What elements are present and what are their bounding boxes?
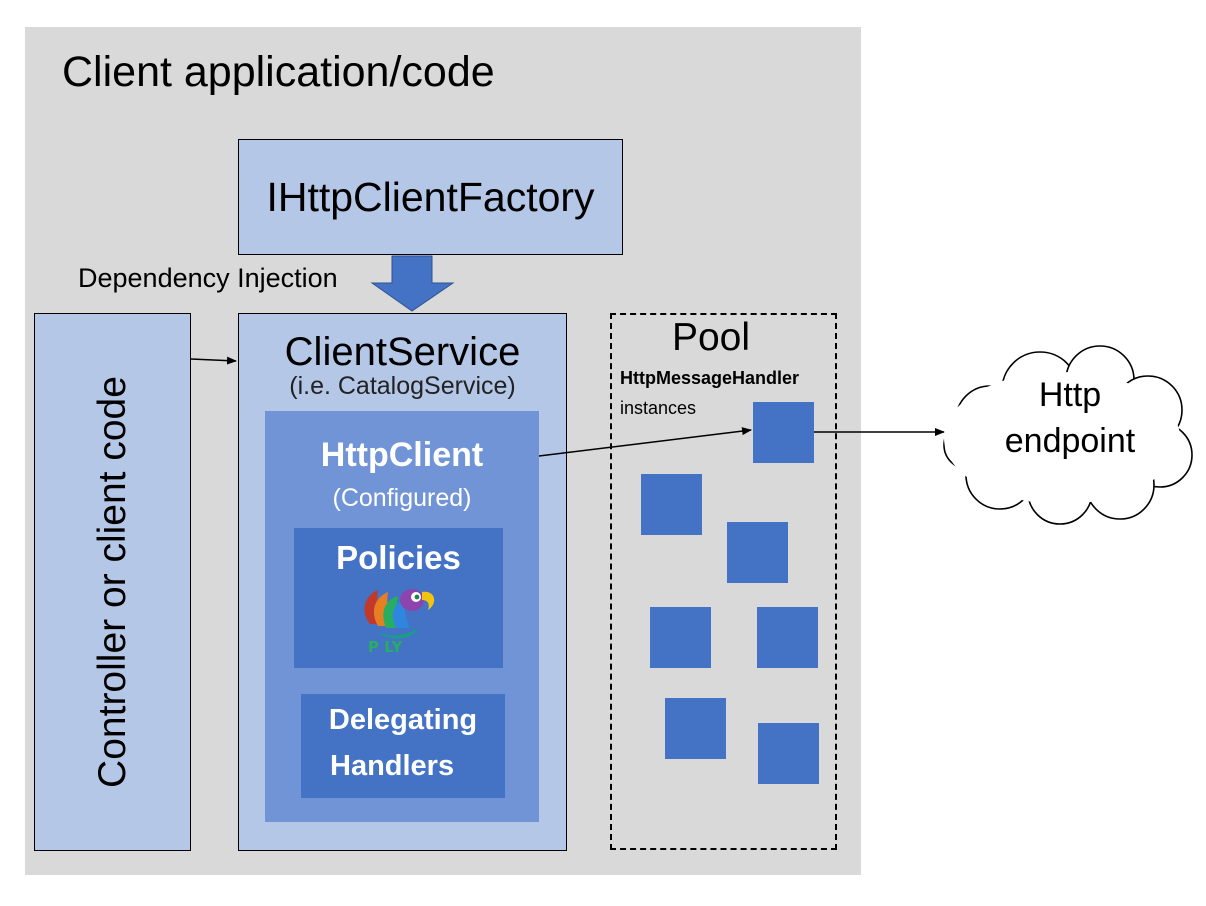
http-client-subtitle: (Configured) — [332, 484, 472, 512]
delegating-label-line1: Delegating — [328, 704, 478, 736]
client-service-title: ClientService — [284, 330, 521, 374]
handler-instance — [650, 607, 711, 668]
controller-to-service-arrow — [190, 356, 237, 365]
policies-box — [294, 528, 503, 668]
diagram-title: Client application/code — [62, 48, 495, 96]
polly-parrot-logo: P LY — [364, 589, 435, 656]
pool-title: Pool — [671, 316, 751, 359]
http-client-factory-box: IHttpClientFactory — [238, 139, 623, 255]
handler-instance — [757, 607, 818, 668]
delegating-handlers-box — [301, 694, 505, 798]
endpoint-line2: endpoint — [1004, 422, 1136, 460]
httpclient-to-handler-arrow — [538, 427, 752, 457]
handler-instance — [758, 723, 819, 784]
handler-instance — [753, 402, 814, 463]
handler-instance — [727, 522, 788, 583]
dependency-injection-arrow-icon — [370, 255, 455, 312]
delegating-label-line2: Handlers — [330, 750, 455, 782]
handler-instance — [665, 698, 726, 759]
factory-label: IHttpClientFactory — [266, 173, 595, 220]
http-client-title: HttpClient — [320, 436, 484, 474]
cloud-icon — [943, 345, 1193, 525]
handler-instance — [641, 474, 702, 535]
http-endpoint-label: Http endpoint — [980, 372, 1160, 464]
polly-logo-text: P LY — [368, 638, 403, 656]
client-service-subtitle: (i.e. CatalogService) — [289, 372, 516, 400]
pool-instances-label: instances — [620, 398, 697, 418]
handler-pool-box — [610, 313, 837, 850]
dependency-injection-label: Dependency Injection — [78, 263, 338, 293]
policies-title: Policies — [336, 539, 461, 576]
pool-handler-label: HttpMessageHandler — [620, 368, 800, 388]
controller-box: Controller or client code — [34, 313, 191, 851]
endpoint-line1: Http — [1038, 376, 1102, 414]
